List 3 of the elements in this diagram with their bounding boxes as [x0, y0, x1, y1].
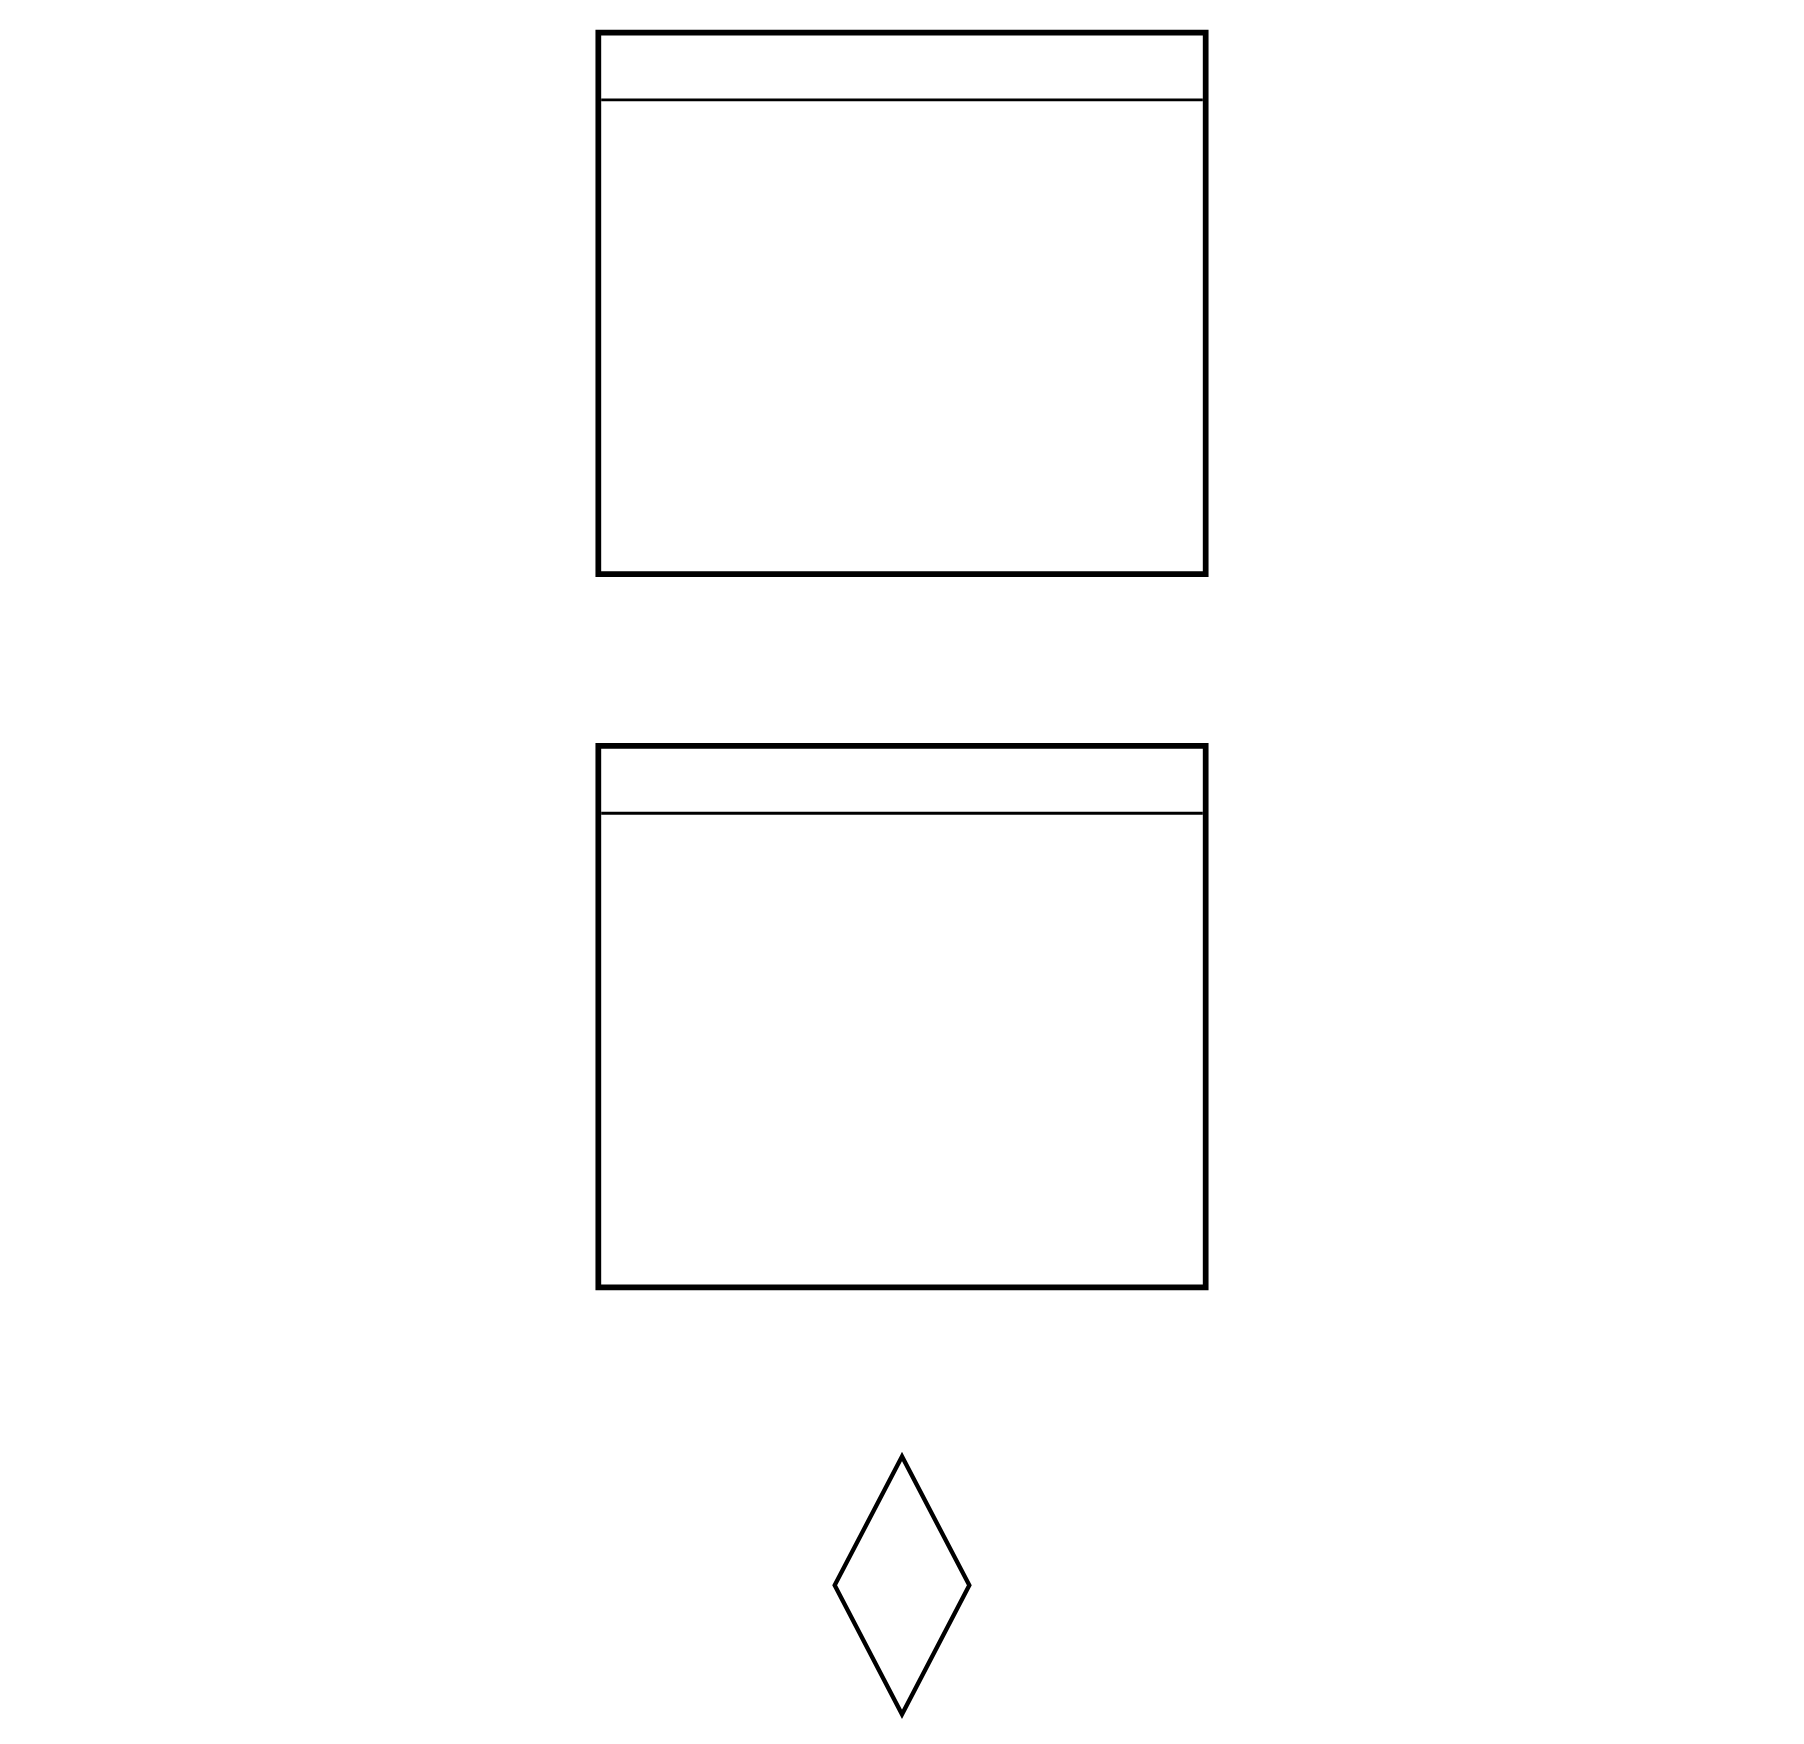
node-box — [595, 29, 1209, 577]
node-diamond — [832, 1451, 972, 1719]
node-box — [595, 743, 1209, 1291]
